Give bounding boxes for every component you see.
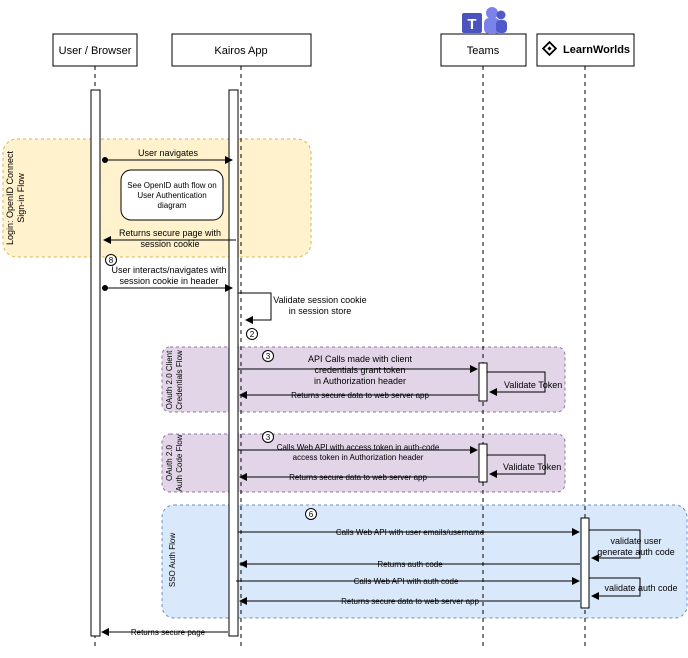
msg-api-calls-client-line3: in Authorization header [314, 376, 406, 386]
oauth-client-group-label-line1: OAuth 2.0 Client [165, 350, 174, 409]
msg-api-calls-client-line1: API Calls made with client [308, 354, 413, 364]
participant-teams: Teams [440, 33, 527, 67]
step-number-6: 6 [305, 508, 317, 520]
step-number-3b: 3 [262, 431, 274, 443]
teams-logo-icon: T [462, 7, 507, 34]
msg-calls-web-api-auth-code-line1: Calls Web API with access token in auth-… [277, 443, 440, 452]
activation-teams-1 [478, 362, 488, 402]
svg-text:6: 6 [309, 510, 314, 519]
msg-returns-auth-code: Returns auth code [377, 560, 443, 569]
msg-validate-token-1: Validate Token [504, 380, 562, 390]
openid-note-line2: User Authentication [137, 191, 206, 200]
participant-user: User / Browser [52, 33, 138, 67]
oauth-client-group-label-line2: Credentials Flow [175, 350, 184, 410]
participant-app-label: Kairos App [214, 45, 267, 57]
svg-text:3: 3 [266, 352, 271, 361]
oauth-code-group-label-line1: OAuth 2.0 [165, 444, 174, 481]
msg-returns-secure-data-3: Returns secure data to web server app [341, 597, 479, 606]
participant-teams-label: Teams [467, 45, 500, 57]
openid-note-line1: See OpenID auth flow on [127, 181, 216, 190]
svg-text:3: 3 [266, 433, 271, 442]
msg-returns-secure-page-cookie-line1: Returns secure page with [119, 228, 221, 238]
openid-note: See OpenID auth flow on User Authenticat… [120, 169, 224, 221]
activation-learnworlds [580, 517, 590, 609]
openid-note-line3: diagram [158, 201, 187, 210]
msg-returns-secure-page-cookie-line2: session cookie [140, 239, 199, 249]
participant-learnworlds-label: LearnWorlds [563, 44, 630, 56]
msg-validate-user-line1: validate user [610, 536, 661, 546]
msg-validate-user-line2: generate auth code [597, 547, 675, 557]
step-number-3a: 3 [262, 350, 274, 362]
svg-text:8: 8 [109, 256, 114, 265]
participant-app: Kairos App [171, 33, 312, 67]
msg-validate-session-line2: in session store [289, 306, 352, 316]
svg-text:T: T [467, 16, 476, 33]
msg-validate-session-line1: Validate session cookie [273, 295, 366, 305]
activation-user [90, 89, 101, 637]
msg-returns-secure-data-1: Returns secure data to web server app [291, 391, 429, 400]
step-number-8: 8 [105, 254, 117, 266]
msg-user-navigates: User navigates [138, 148, 199, 158]
sso-group-label: SSO Auth Flow [168, 533, 177, 587]
msg-calls-web-api-emails: Calls Web API with user emails/username [336, 528, 485, 537]
msg-validate-auth-code: validate auth code [604, 583, 677, 593]
login-group-label-line2: Sign-in Flow [16, 173, 26, 223]
activation-app [228, 89, 239, 637]
msg-calls-web-api-with-code: Calls Web API with auth code [354, 577, 459, 586]
sso-auth-group [161, 504, 688, 619]
svg-text:2: 2 [250, 330, 255, 339]
msg-calls-web-api-auth-code-line2: access token in Authorization header [293, 453, 424, 462]
oauth-client-credentials-group [161, 346, 566, 413]
oauth-code-group-label-line2: Auth Code Flow [175, 434, 184, 491]
msg-user-interacts-line2: session cookie in header [119, 276, 218, 286]
msg-api-calls-client-line2: credentials grant token [314, 365, 405, 375]
participant-user-label: User / Browser [59, 45, 132, 57]
participant-learnworlds: LearnWorlds [536, 33, 635, 67]
msg-returns-secure-page: Returns secure page [131, 628, 206, 637]
login-group-label-line1: Login: OpenID Connect [5, 150, 15, 245]
msg-validate-token-2: Validate Token [503, 462, 561, 472]
step-number-2: 2 [246, 328, 258, 340]
msg-returns-secure-data-2: Returns secure data to web server app [289, 473, 427, 482]
msg-user-interacts-line1: User interacts/navigates with [111, 265, 226, 275]
activation-teams-2 [478, 443, 488, 483]
